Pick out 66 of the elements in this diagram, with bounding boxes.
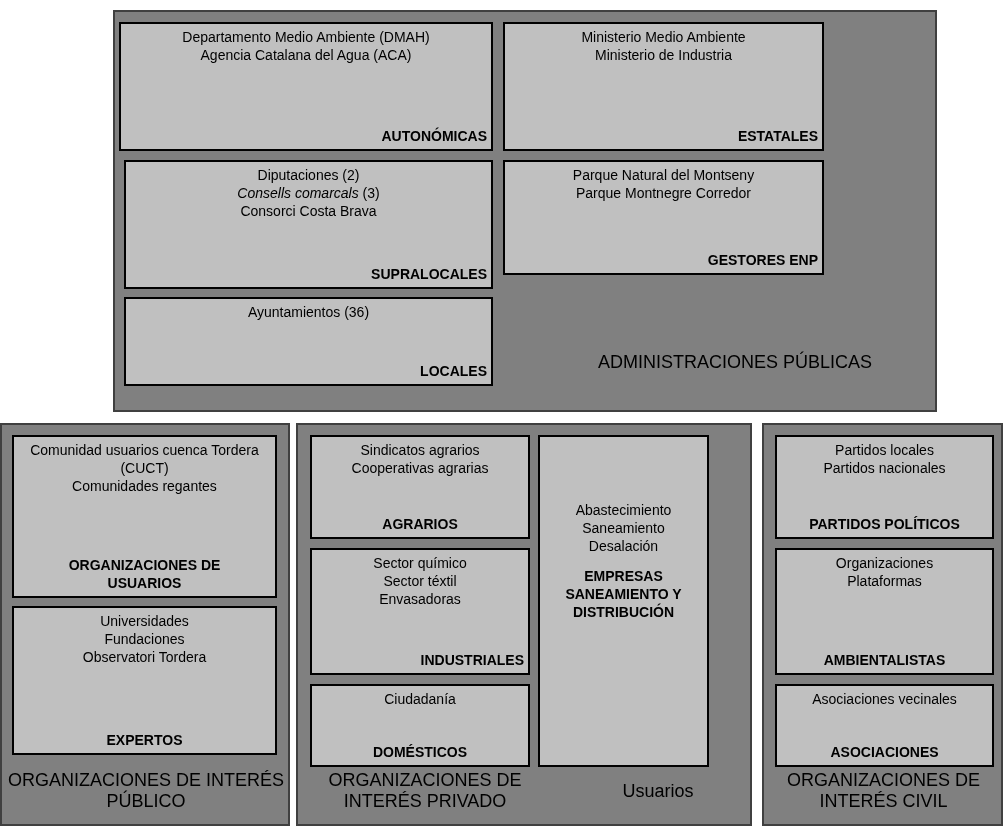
member-text: Abastecimiento <box>575 501 672 519</box>
category-heading: ESTATALES <box>737 127 818 145</box>
category-box <box>124 297 493 386</box>
category-heading: LOCALES <box>420 362 487 380</box>
category-box <box>503 160 824 275</box>
member-text: Sector químico <box>373 554 467 572</box>
group-title: ORGANIZACIONES DE INTERÉS PÚBLICO <box>6 770 285 812</box>
category-box <box>124 160 493 289</box>
member-text: Comunidades regantes <box>72 477 217 495</box>
member-text: Plataformas <box>847 572 922 590</box>
member-text: Sindicatos agrarios <box>360 441 480 459</box>
member-text: Partidos nacionales <box>823 459 946 477</box>
category-box <box>775 684 994 767</box>
group-subtitle: Usuarios <box>621 781 695 802</box>
member-text: Ministerio Medio Ambiente <box>581 28 746 46</box>
member-text: Saneamiento <box>582 519 665 537</box>
member-text: Parque Natural del Montseny <box>572 166 755 184</box>
member-text: Asociaciones vecinales <box>812 690 957 708</box>
category-heading: ORGANIZACIONES DE USUARIOS <box>67 556 222 592</box>
group-panel <box>296 423 752 826</box>
member-text: Fundaciones <box>104 630 185 648</box>
category-heading: INDUSTRIALES <box>420 651 524 669</box>
category-heading: PARTIDOS POLÍTICOS <box>809 515 960 533</box>
category-heading: GESTORES ENP <box>707 251 818 269</box>
category-box <box>310 684 530 767</box>
member-text: Agencia Catalana del Agua (ACA) <box>200 46 412 64</box>
group-title: ORGANIZACIONES DE INTERÉS CIVIL <box>786 770 981 812</box>
member-text: Sector téxtil <box>383 572 457 590</box>
member-text: Organizaciones <box>835 554 934 572</box>
member-text: Ciudadanía <box>384 690 456 708</box>
member-text: Diputaciones (2) <box>257 166 360 184</box>
category-box <box>12 606 277 755</box>
category-heading: SUPRALOCALES <box>371 265 487 283</box>
group-panel <box>113 10 937 412</box>
category-box <box>310 548 530 675</box>
member-text: Desalación <box>588 537 659 555</box>
category-box <box>119 22 493 151</box>
member-text: Envasadoras <box>379 590 461 608</box>
member-text: Observatori Tordera <box>82 648 207 666</box>
category-heading: AUTONÓMICAS <box>381 127 487 145</box>
member-text: Ayuntamientos (36) <box>247 303 370 321</box>
member-text: Departamento Medio Ambiente (DMAH) <box>182 28 430 46</box>
category-box <box>503 22 824 151</box>
category-heading: EMPRESAS SANEAMIENTO Y DISTRIBUCIÓN <box>564 567 683 621</box>
member-text: Partidos locales <box>835 441 934 459</box>
member-text: Ministerio de Industria <box>595 46 732 64</box>
category-heading: ASOCIACIONES <box>830 743 939 761</box>
category-heading: AMBIENTALISTAS <box>823 651 946 669</box>
member-text: Universidades <box>100 612 189 630</box>
group-panel <box>0 423 290 826</box>
group-title: ADMINISTRACIONES PÚBLICAS <box>596 352 874 373</box>
category-heading: AGRARIOS <box>382 515 458 533</box>
category-heading: EXPERTOS <box>105 731 184 749</box>
category-box <box>538 435 709 767</box>
member-text: Parque Montnegre Corredor <box>575 184 752 202</box>
category-box <box>12 435 277 598</box>
category-box <box>310 435 530 539</box>
member-text: Cooperativas agrarias <box>351 459 489 477</box>
group-title: ORGANIZACIONES DE INTERÉS PRIVADO <box>327 770 523 812</box>
member-text: Comunidad usuarios cuenca Tordera (CUCT) <box>29 441 260 477</box>
category-heading: DOMÉSTICOS <box>372 743 468 761</box>
member-text: Consells comarcals (3) <box>237 184 380 202</box>
group-panel <box>762 423 1003 826</box>
member-text: Consorci Costa Brava <box>240 202 377 220</box>
category-box <box>775 548 994 675</box>
category-box <box>775 435 994 539</box>
